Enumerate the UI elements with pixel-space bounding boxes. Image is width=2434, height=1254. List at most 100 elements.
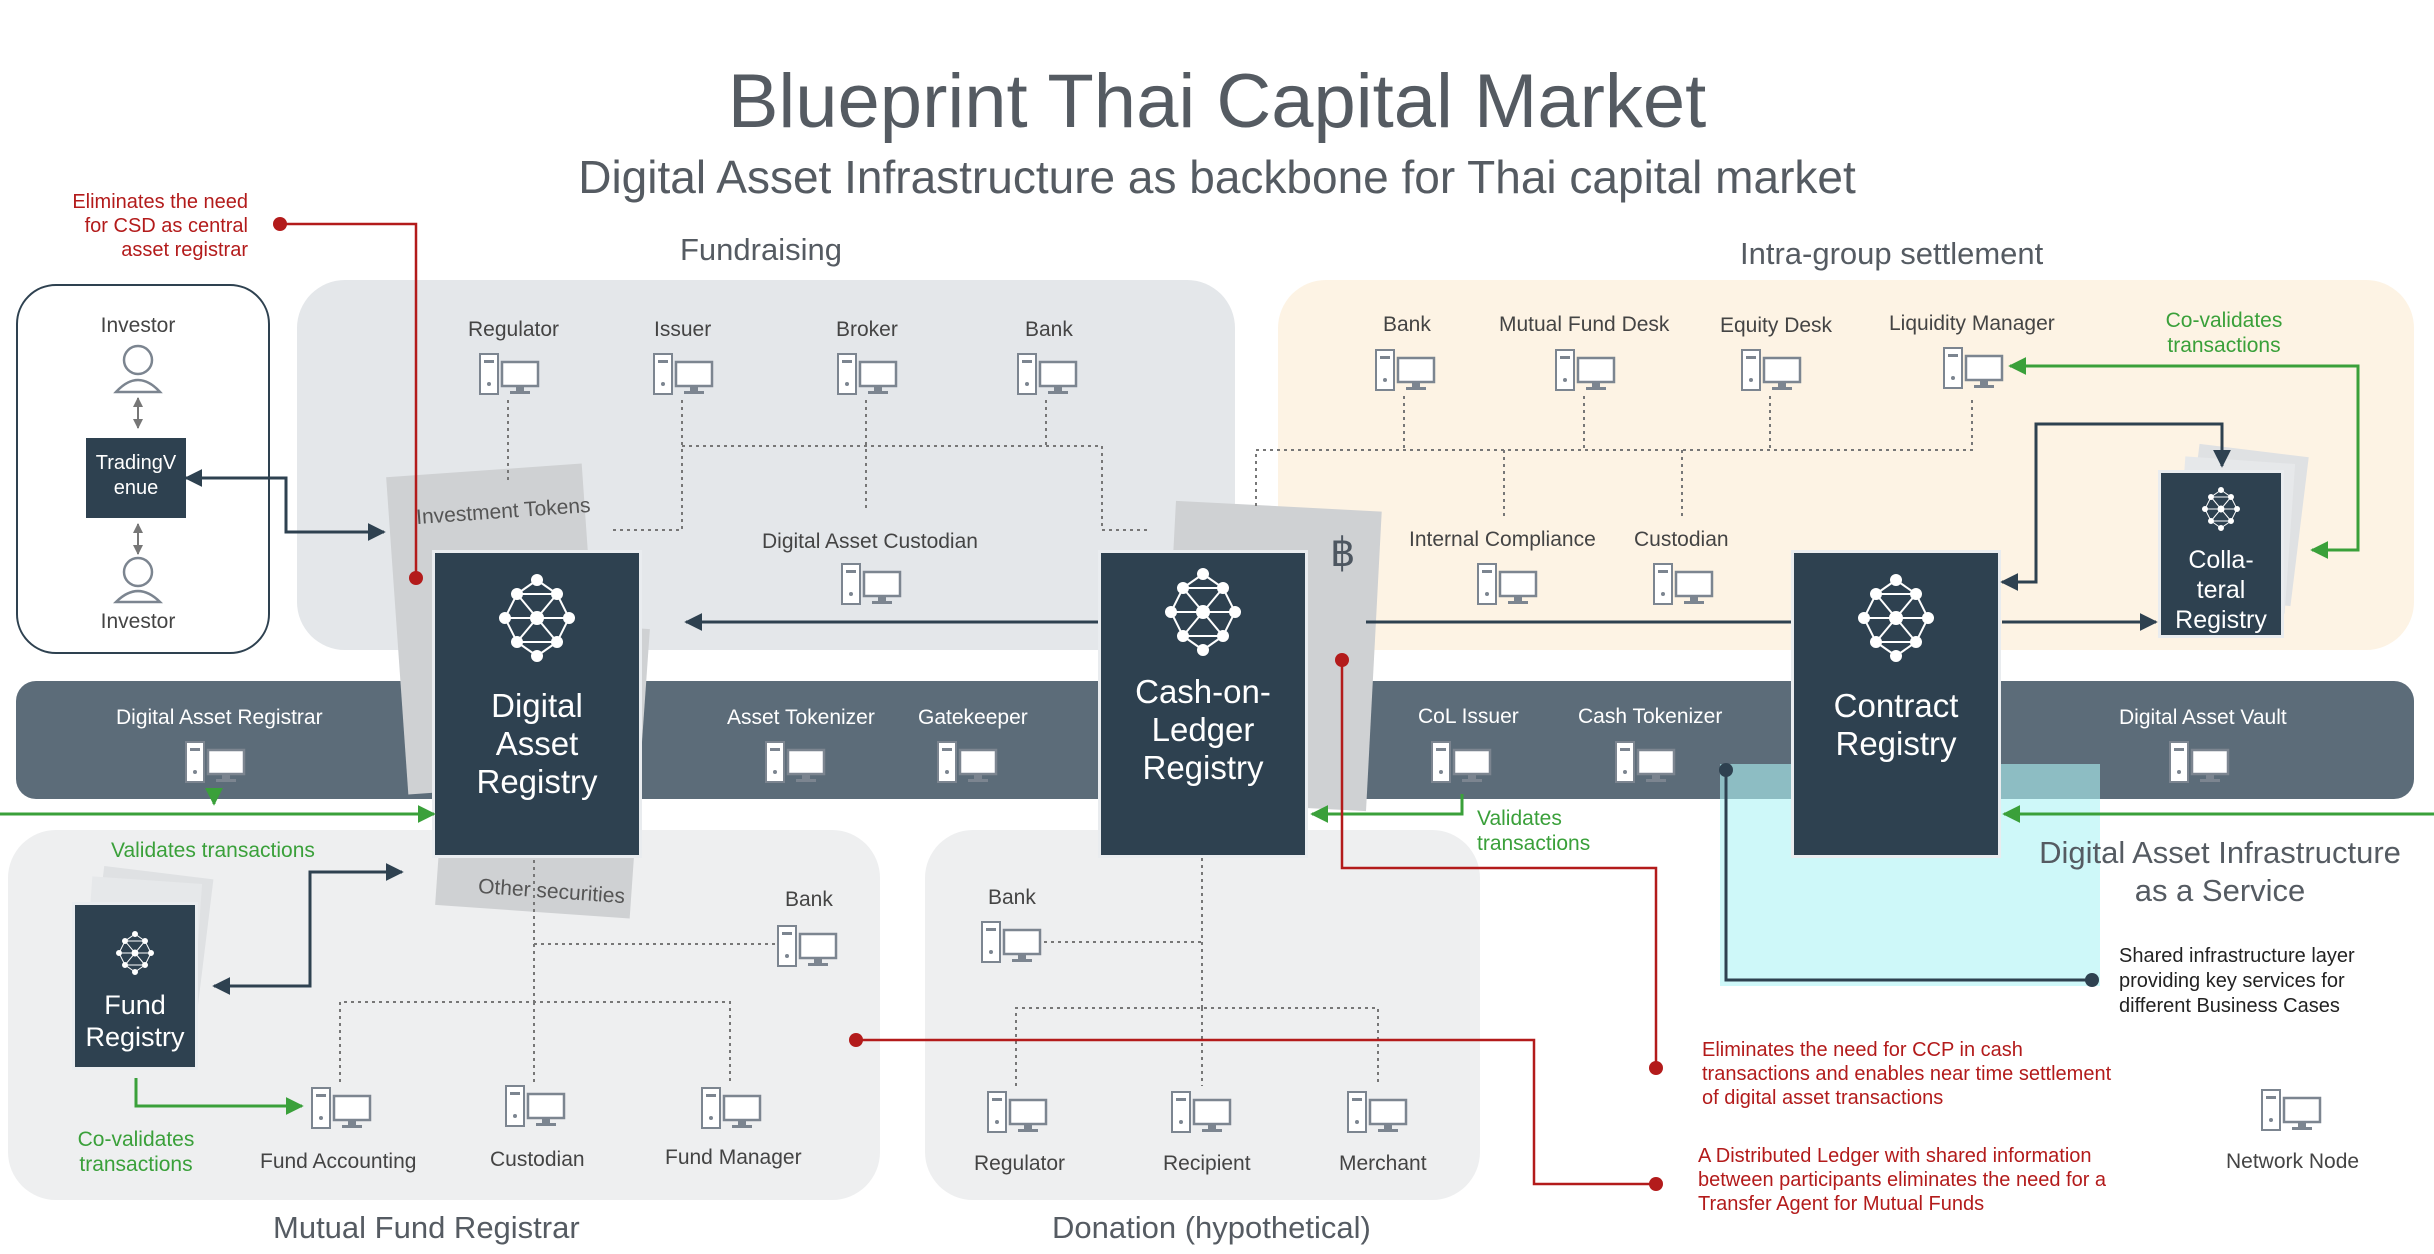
ccp-line1: Eliminates the need for CCP in cash bbox=[1702, 1039, 2023, 1061]
node-equity-desk: Equity Desk bbox=[1720, 314, 1833, 337]
node-fund-accounting: Fund Accounting bbox=[260, 1150, 417, 1173]
digital-asset-registry: Digital Asset Registry bbox=[432, 550, 642, 858]
node-issuer: Issuer bbox=[654, 318, 712, 341]
co-validates-bottom: Co-validates transactions bbox=[76, 1127, 196, 1177]
dar-line3: Registry bbox=[476, 763, 598, 800]
dlt-line3: Transfer Agent for Mutual Funds bbox=[1698, 1193, 1985, 1215]
fundraising-connectors bbox=[507, 400, 1150, 531]
fund-line2: Registry bbox=[85, 1022, 185, 1052]
co-validates-top: Co-validates transactions bbox=[2164, 308, 2284, 358]
green-connectors bbox=[0, 357, 2434, 1115]
node-bank-intra: Bank bbox=[1383, 313, 1431, 336]
red-connectors bbox=[280, 222, 1658, 1186]
collateral-line3: Registry bbox=[2175, 606, 2267, 634]
shared-line1: Shared infrastructure layer bbox=[2119, 945, 2355, 967]
node-broker: Broker bbox=[836, 318, 898, 341]
investor-bottom-label: Investor bbox=[100, 610, 176, 633]
band-gatekeeper: Gatekeeper bbox=[918, 706, 1028, 729]
dlt-annotation: A Distributed Ledger with shared informa… bbox=[1698, 1144, 2106, 1216]
shared-line3: different Business Cases bbox=[2119, 995, 2340, 1017]
page-title: Blueprint Thai Capital Market bbox=[727, 59, 1707, 144]
co-validates-top-line2: transactions bbox=[2167, 334, 2281, 357]
csd-line2: for CSD as central bbox=[84, 215, 248, 237]
col-line3: Registry bbox=[1142, 749, 1264, 786]
page-subtitle: Digital Asset Infrastructure as backbone… bbox=[578, 151, 1856, 203]
investor-top-label: Investor bbox=[100, 314, 176, 337]
intra-connectors bbox=[1255, 396, 1973, 518]
dlt-line2: between participants eliminates the need… bbox=[1698, 1169, 2107, 1191]
donation-connectors bbox=[1015, 858, 1379, 1086]
band-digital-asset-registrar: Digital Asset Registrar bbox=[116, 706, 323, 729]
node-custodian-mutual-fund: Custodian bbox=[490, 1148, 585, 1171]
node-bank-fundraising: Bank bbox=[1025, 318, 1073, 341]
ccp-line2: transactions and enables near time settl… bbox=[1702, 1063, 2112, 1085]
node-recipient: Recipient bbox=[1163, 1152, 1251, 1175]
red-dots bbox=[273, 217, 1663, 1191]
node-bank-donation: Bank bbox=[988, 886, 1036, 909]
col-line1: Cash-on- bbox=[1135, 673, 1271, 710]
network-icon bbox=[2202, 487, 2240, 531]
node-fund-manager: Fund Manager bbox=[665, 1146, 802, 1169]
daias-line1: Digital Asset Infrastructure bbox=[2039, 835, 2401, 870]
node-custodian-intra: Custodian bbox=[1634, 528, 1729, 551]
contract-registry: Contract Registry bbox=[1791, 550, 2001, 858]
node-digital-asset-custodian: Digital Asset Custodian bbox=[762, 530, 978, 553]
node-merchant: Merchant bbox=[1339, 1152, 1427, 1175]
shared-infra-dot bbox=[1719, 763, 1733, 777]
mutual-fund-heading: Mutual Fund Registrar bbox=[273, 1210, 580, 1245]
co-validates-top-line1: Co-validates bbox=[2165, 309, 2283, 332]
shared-infra-dot-end bbox=[2085, 973, 2099, 987]
node-regulator-donation: Regulator bbox=[974, 1152, 1066, 1175]
co-validates-bottom-line2: transactions bbox=[79, 1153, 193, 1176]
network-icon bbox=[1858, 574, 1934, 662]
dar-line2: Asset bbox=[495, 725, 579, 762]
fundraising-heading: Fundraising bbox=[680, 232, 842, 267]
donation-heading: Donation (hypothetical) bbox=[1052, 1210, 1371, 1245]
shared-line2: providing key services for bbox=[2119, 970, 2345, 992]
co-validates-bottom-line1: Co-validates bbox=[77, 1128, 195, 1151]
node-bank-mutual-fund: Bank bbox=[785, 888, 833, 911]
csd-annotation: Eliminates the need for CSD as central a… bbox=[48, 190, 248, 262]
trading-venue: TradingV enue bbox=[86, 438, 186, 518]
col-line2: Ledger bbox=[1151, 711, 1255, 748]
dark-connectors bbox=[184, 422, 2231, 995]
daias-label: Digital Asset Infrastructure as a Servic… bbox=[2030, 834, 2410, 910]
shared-infrastructure-note: Shared infrastructure layer providing ke… bbox=[2119, 944, 2355, 1019]
ccp-annotation: Eliminates the need for CCP in cash tran… bbox=[1702, 1038, 2111, 1110]
node-mutual-fund-desk: Mutual Fund Desk bbox=[1499, 313, 1670, 336]
dar-line1: Digital bbox=[491, 687, 583, 724]
contract-line2: Registry bbox=[1835, 725, 1957, 762]
dlt-line1: A Distributed Ledger with shared informa… bbox=[1698, 1145, 2092, 1167]
contract-line1: Contract bbox=[1833, 687, 1959, 724]
csd-line1: Eliminates the need bbox=[72, 191, 248, 213]
network-icon bbox=[1165, 568, 1241, 656]
computer-icon bbox=[184, 346, 2322, 1134]
trading-venue-line2: enue bbox=[113, 477, 159, 499]
band-cash-tokenizer: Cash Tokenizer bbox=[1578, 705, 1723, 728]
ccp-line3: of digital asset transactions bbox=[1702, 1087, 1944, 1109]
person-icon bbox=[113, 344, 163, 394]
fund-registry: Fund Registry bbox=[72, 902, 198, 1070]
node-regulator-fundraising: Regulator bbox=[468, 318, 560, 341]
daias-line2: as a Service bbox=[2134, 873, 2306, 908]
intra-group-heading: Intra-group settlement bbox=[1740, 236, 2044, 271]
network-node-legend-label: Network Node bbox=[2226, 1150, 2360, 1173]
mutual-fund-connectors bbox=[339, 860, 776, 1082]
network-icon bbox=[116, 931, 154, 975]
band-asset-tokenizer: Asset Tokenizer bbox=[727, 706, 875, 729]
band-col-issuer: CoL Issuer bbox=[1418, 705, 1519, 728]
validates-line2: transactions bbox=[1477, 832, 1591, 855]
validates-line1: Validates bbox=[1477, 807, 1562, 830]
validates-transactions-left: Validates transactions bbox=[111, 839, 315, 862]
network-icon bbox=[499, 574, 575, 662]
node-internal-compliance: Internal Compliance bbox=[1409, 528, 1596, 551]
fund-line1: Fund bbox=[104, 990, 166, 1020]
person-icon bbox=[112, 556, 164, 604]
baht-symbol: ฿ bbox=[1330, 531, 1356, 575]
validates-transactions-right: Validates transactions bbox=[1477, 806, 1590, 856]
trading-venue-line1: TradingV bbox=[95, 452, 177, 474]
csd-line3: asset registrar bbox=[121, 239, 248, 261]
node-liquidity-manager: Liquidity Manager bbox=[1889, 312, 2055, 335]
band-digital-asset-vault: Digital Asset Vault bbox=[2119, 706, 2287, 729]
